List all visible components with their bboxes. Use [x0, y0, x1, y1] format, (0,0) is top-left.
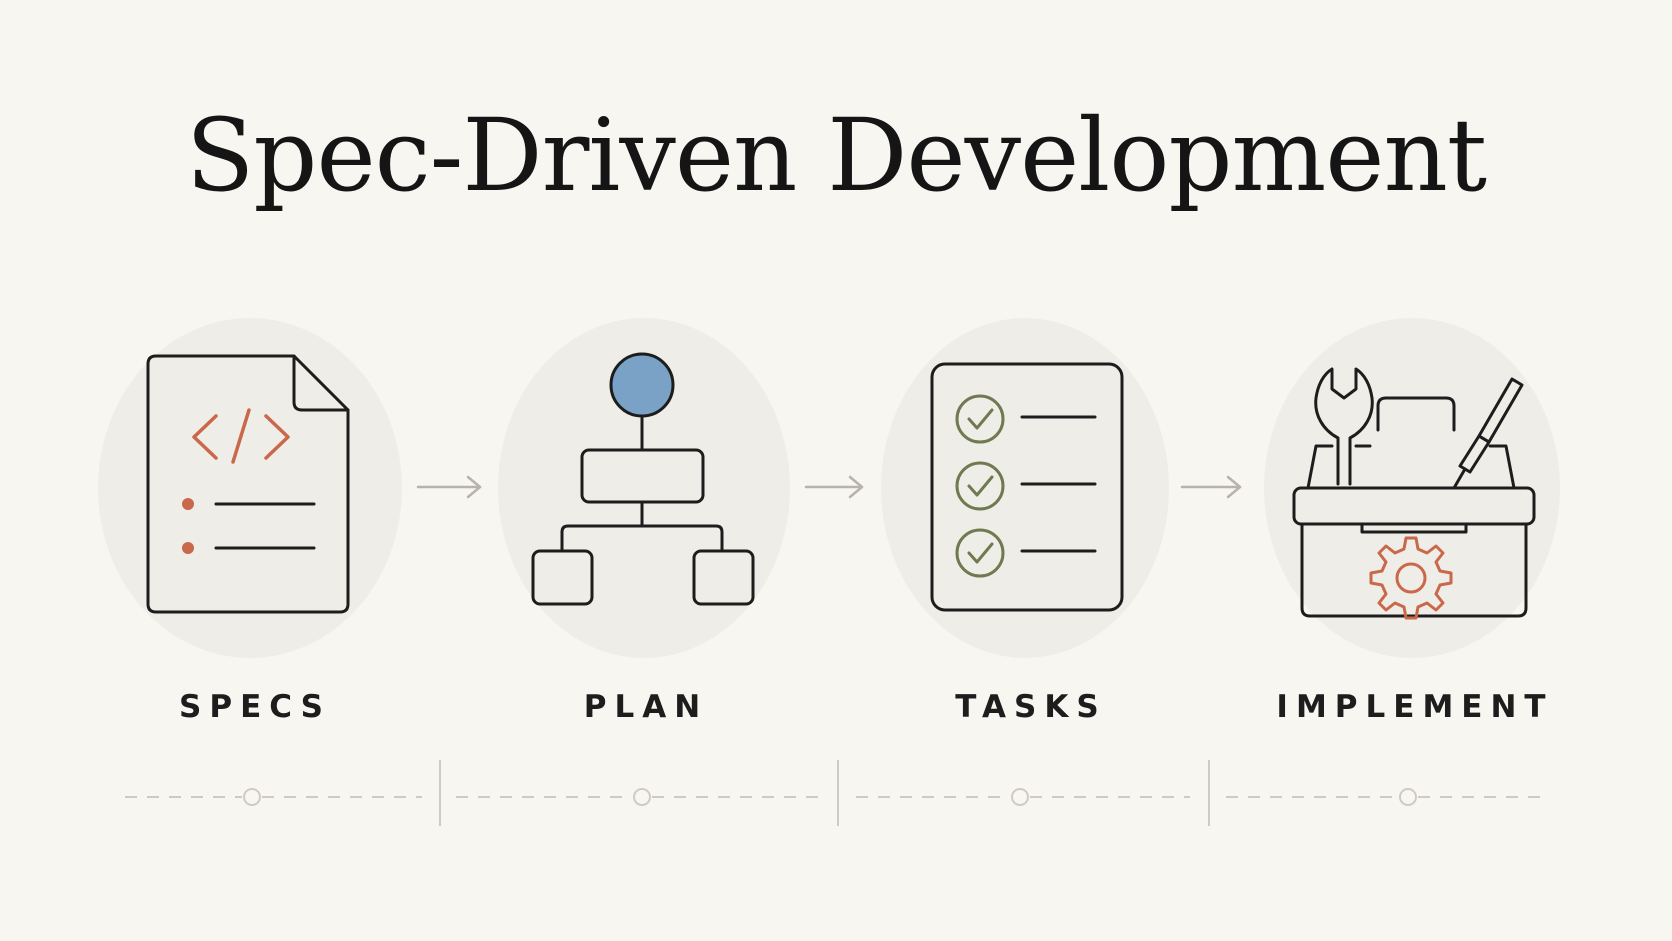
- wrench-icon: [1314, 367, 1374, 486]
- step-label-specs: SPECS: [179, 689, 331, 725]
- screwdriver-icon: [1452, 377, 1524, 490]
- timeline-node-implement: [1399, 788, 1417, 806]
- gear-icon: [1369, 536, 1453, 620]
- step-bg-circle-plan: [498, 318, 790, 658]
- arrow-specs-to-plan: [416, 475, 482, 499]
- timeline-node-tasks: [1011, 788, 1029, 806]
- arrow-plan-to-tasks: [804, 475, 864, 499]
- step-label-tasks: TASKS: [955, 689, 1107, 725]
- page-title: Spec-Driven Development: [185, 97, 1487, 214]
- step-bg-circle-tasks: [881, 318, 1169, 658]
- timeline: [125, 760, 1545, 826]
- hierarchy-tree-icon: [531, 352, 755, 606]
- timeline-node-plan: [633, 788, 651, 806]
- step-label-plan: PLAN: [583, 689, 709, 725]
- timeline-node-specs: [243, 788, 261, 806]
- checklist-icon: [930, 362, 1124, 612]
- code-document-icon: [146, 354, 350, 614]
- arrow-tasks-to-implement: [1180, 475, 1242, 499]
- step-label-implement: IMPLEMENT: [1276, 689, 1554, 725]
- step-bg-circle-specs: [98, 318, 402, 658]
- toolbox-icon: [1292, 367, 1536, 620]
